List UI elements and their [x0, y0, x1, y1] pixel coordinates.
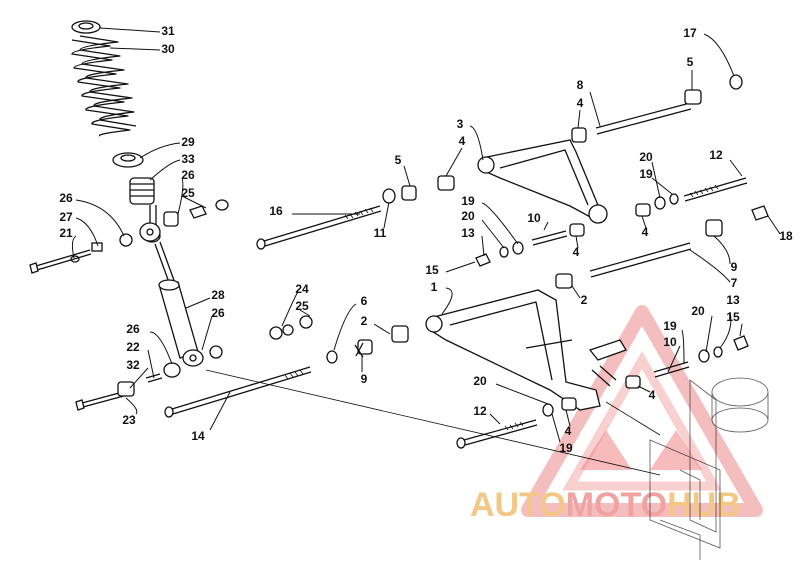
callout-c15b: 15	[726, 310, 740, 324]
callout-c2b: 2	[361, 314, 368, 328]
callout-c24: 24	[295, 282, 309, 296]
callout-c3: 3	[457, 117, 464, 131]
upper-a-arm	[477, 139, 608, 224]
callout-c5a: 5	[395, 153, 402, 167]
callout-c25b: 25	[295, 299, 309, 313]
watermark-logo: AUTOMOTOHUB	[470, 305, 763, 524]
callout-c20a: 20	[639, 150, 653, 164]
callout-c20c: 20	[691, 304, 705, 318]
callout-c20b: 20	[461, 209, 475, 223]
callout-c7: 7	[731, 276, 738, 290]
callout-c25a: 25	[181, 186, 195, 200]
spring-seat	[112, 152, 144, 168]
callout-c26b: 26	[59, 191, 73, 205]
callout-c15a: 15	[425, 263, 439, 277]
long-bolt-16	[256, 205, 382, 250]
lower-arm-hardware	[326, 273, 749, 449]
watermark-triangle-icon	[521, 305, 763, 517]
callout-c4c: 4	[573, 245, 580, 259]
callout-c6: 6	[361, 294, 368, 308]
callout-c12b: 12	[473, 404, 487, 418]
callout-c26a: 26	[181, 168, 195, 182]
callout-c18: 18	[779, 229, 793, 243]
callout-c22: 22	[126, 340, 140, 354]
long-bolt-14	[164, 366, 312, 418]
callout-c20d: 20	[473, 374, 487, 388]
callout-c26d: 26	[126, 322, 140, 336]
upper-arm-hardware	[382, 74, 748, 267]
callout-c4e: 4	[649, 388, 656, 402]
reference-line-2	[605, 401, 661, 436]
callout-c21: 21	[59, 226, 73, 240]
callout-c27: 27	[59, 210, 73, 224]
callout-c16: 16	[269, 204, 283, 218]
bump-stop	[129, 177, 155, 205]
watermark-text-moto: MOTO	[566, 486, 667, 524]
callout-c11: 11	[374, 226, 387, 240]
callout-c33: 33	[181, 152, 195, 166]
callout-c5b: 5	[687, 55, 694, 69]
callout-c4f: 4	[565, 424, 572, 438]
callout-c17: 17	[683, 26, 697, 40]
watermark-text-auto: AUTO	[470, 486, 566, 524]
callout-c14: 14	[191, 429, 205, 443]
callout-labels: 3130293326252627211611534845172019121920…	[59, 24, 793, 455]
bolt-21	[29, 249, 92, 274]
callout-c4a: 4	[459, 134, 466, 148]
watermark-text-hub: HUB	[667, 486, 741, 524]
spring-cap	[71, 20, 101, 34]
callout-c19b: 19	[461, 194, 475, 208]
callout-c10b: 10	[663, 335, 677, 349]
callout-c1: 1	[431, 280, 438, 294]
callout-c26c: 26	[211, 306, 225, 320]
callout-c29: 29	[181, 135, 195, 149]
callout-c12a: 12	[709, 148, 723, 162]
callout-c28: 28	[211, 288, 225, 302]
spindle-outline	[649, 377, 769, 560]
callout-c10a: 10	[527, 211, 541, 225]
callout-c13a: 13	[461, 226, 475, 240]
callout-c4d: 4	[642, 225, 649, 239]
shaft-7	[589, 205, 769, 278]
callout-c9a: 9	[731, 260, 738, 274]
coil-spring	[71, 35, 137, 137]
callout-c30: 30	[161, 42, 175, 56]
lower-shock-hardware	[75, 315, 313, 411]
upper-shock-mount	[70, 199, 229, 263]
callout-c23: 23	[122, 413, 136, 427]
lower-a-arm	[425, 289, 627, 411]
leader-lines	[71, 27, 781, 443]
callout-c32: 32	[126, 358, 140, 372]
callout-c2a: 2	[581, 293, 588, 307]
callout-c19a: 19	[639, 167, 653, 181]
callout-c19c: 19	[663, 319, 677, 333]
callout-c9b: 9	[361, 372, 368, 386]
callout-c13b: 13	[726, 293, 740, 307]
callout-c4b: 4	[577, 96, 584, 110]
reference-line	[205, 369, 661, 476]
callout-c31: 31	[161, 24, 175, 38]
callout-c8: 8	[577, 78, 584, 92]
callout-c19d: 19	[559, 441, 573, 455]
